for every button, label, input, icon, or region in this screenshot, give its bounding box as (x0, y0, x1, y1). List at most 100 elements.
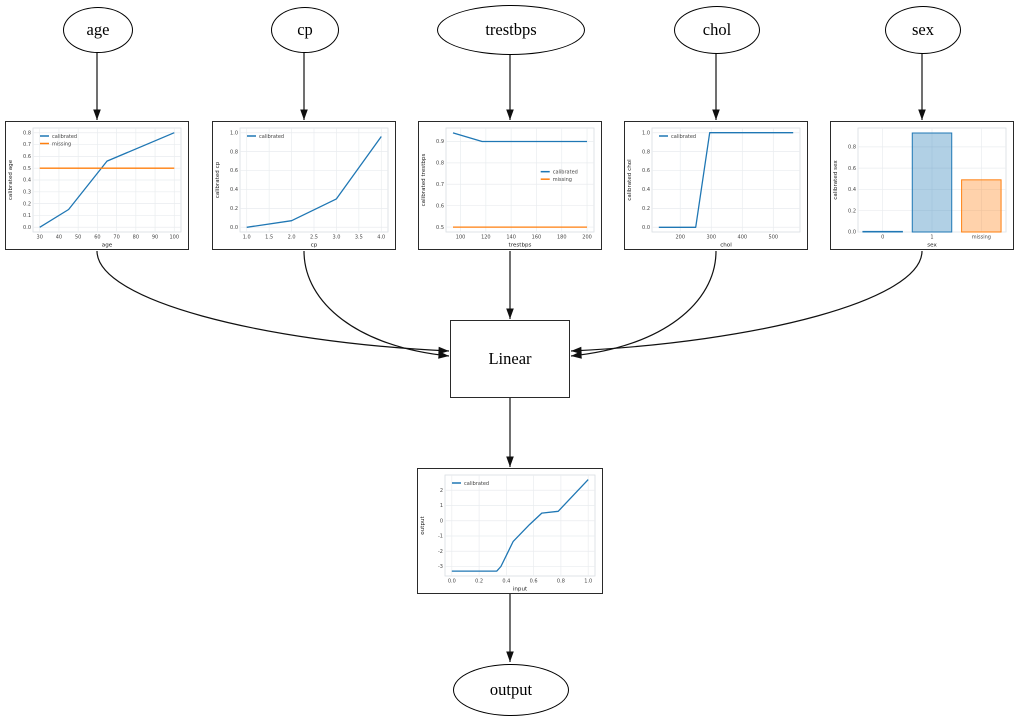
svg-text:0.9: 0.9 (436, 139, 444, 145)
svg-text:120: 120 (481, 235, 491, 241)
edge-cp-plot-to-linear (303, 250, 450, 359)
svg-text:0.2: 0.2 (230, 206, 238, 212)
svg-text:200: 200 (582, 235, 592, 241)
svg-text:1.5: 1.5 (265, 235, 273, 241)
svg-text:0.0: 0.0 (848, 230, 856, 236)
bar-1 (911, 132, 953, 233)
input-node-sex: sex (885, 6, 961, 54)
svg-text:30: 30 (37, 235, 43, 241)
svg-text:0.5: 0.5 (23, 166, 31, 172)
legend-label-calibrated: calibrated (464, 481, 489, 487)
input-node-age: age (63, 7, 133, 53)
svg-text:0.6: 0.6 (642, 168, 650, 174)
svg-text:180: 180 (557, 235, 567, 241)
legend-label-calibrated: calibrated (52, 134, 77, 140)
series-calibrated (658, 132, 794, 228)
svg-text:0.0: 0.0 (230, 225, 238, 231)
series-calibrated (39, 132, 175, 228)
svg-text:2.0: 2.0 (288, 235, 296, 241)
svg-text:-2: -2 (438, 549, 443, 555)
svg-text:1.0: 1.0 (230, 130, 238, 136)
svg-text:calibrated cp: calibrated cp (215, 161, 221, 198)
svg-text:output: output (420, 515, 426, 534)
svg-text:cp: cp (311, 243, 318, 249)
series-calibrated (451, 479, 589, 572)
svg-text:0.8: 0.8 (230, 149, 238, 155)
svg-text:calibrated age: calibrated age (8, 159, 14, 200)
input-node-trestbps: trestbps (437, 5, 585, 55)
legend-label-missing: missing (553, 177, 572, 183)
svg-text:0.2: 0.2 (475, 579, 483, 585)
svg-text:0.1: 0.1 (23, 213, 31, 219)
svg-text:2: 2 (440, 488, 443, 494)
series-calibrated (246, 136, 382, 228)
svg-text:0.2: 0.2 (848, 208, 856, 214)
svg-text:0.2: 0.2 (23, 201, 31, 207)
legend-label-calibrated: calibrated (671, 134, 696, 140)
legend-label-missing: missing (52, 141, 71, 147)
svg-text:0.8: 0.8 (436, 161, 444, 167)
svg-text:4.0: 4.0 (377, 235, 385, 241)
svg-text:-1: -1 (438, 534, 443, 540)
svg-text:0.7: 0.7 (23, 142, 31, 148)
svg-text:0.8: 0.8 (848, 145, 856, 151)
svg-text:0.0: 0.0 (642, 225, 650, 231)
svg-text:calibrated chol: calibrated chol (627, 159, 633, 201)
series-calibrated (452, 132, 587, 143)
linear-node: Linear (450, 320, 570, 398)
legend-label-calibrated: calibrated (553, 169, 578, 175)
linear-node-label: Linear (488, 349, 532, 368)
input-node-chol: chol (674, 6, 760, 54)
svg-text:0.7: 0.7 (436, 182, 444, 188)
svg-text:0.6: 0.6 (848, 166, 856, 172)
bar-0 (862, 230, 903, 233)
svg-text:0.0: 0.0 (23, 225, 31, 231)
svg-text:0.6: 0.6 (436, 203, 444, 209)
input-node-age-label: age (86, 20, 110, 39)
svg-text:1.0: 1.0 (584, 579, 592, 585)
svg-text:0.6: 0.6 (530, 579, 538, 585)
svg-text:0.6: 0.6 (230, 168, 238, 174)
svg-text:1: 1 (440, 503, 443, 509)
svg-text:80: 80 (133, 235, 139, 241)
bar-missing (961, 179, 1002, 233)
svg-text:0.6: 0.6 (23, 154, 31, 160)
svg-text:1.0: 1.0 (243, 235, 251, 241)
svg-text:0.4: 0.4 (502, 579, 510, 585)
svg-text:sex: sex (927, 243, 937, 249)
edge-chol-plot-to-linear (570, 250, 717, 359)
svg-text:160: 160 (532, 235, 542, 241)
svg-text:1.0: 1.0 (642, 130, 650, 136)
svg-text:chol: chol (720, 243, 732, 249)
svg-text:40: 40 (56, 235, 62, 241)
svg-text:50: 50 (75, 235, 81, 241)
svg-text:0.8: 0.8 (23, 130, 31, 136)
svg-text:3.0: 3.0 (332, 235, 340, 241)
input-node-sex-label: sex (912, 20, 934, 39)
svg-text:70: 70 (113, 235, 119, 241)
input-node-trestbps-label: trestbps (485, 20, 537, 39)
svg-text:0.8: 0.8 (642, 149, 650, 155)
edge-age-plot-to-linear (96, 250, 450, 355)
svg-text:0.8: 0.8 (557, 579, 565, 585)
svg-text:140: 140 (506, 235, 516, 241)
svg-text:3.5: 3.5 (355, 235, 363, 241)
svg-text:missing: missing (972, 235, 991, 241)
svg-text:0.4: 0.4 (230, 187, 238, 193)
svg-text:100: 100 (169, 235, 179, 241)
svg-text:age: age (102, 243, 113, 249)
svg-text:0: 0 (881, 235, 884, 241)
svg-text:-3: -3 (438, 564, 443, 570)
svg-text:1: 1 (930, 235, 933, 241)
svg-text:300: 300 (706, 235, 716, 241)
